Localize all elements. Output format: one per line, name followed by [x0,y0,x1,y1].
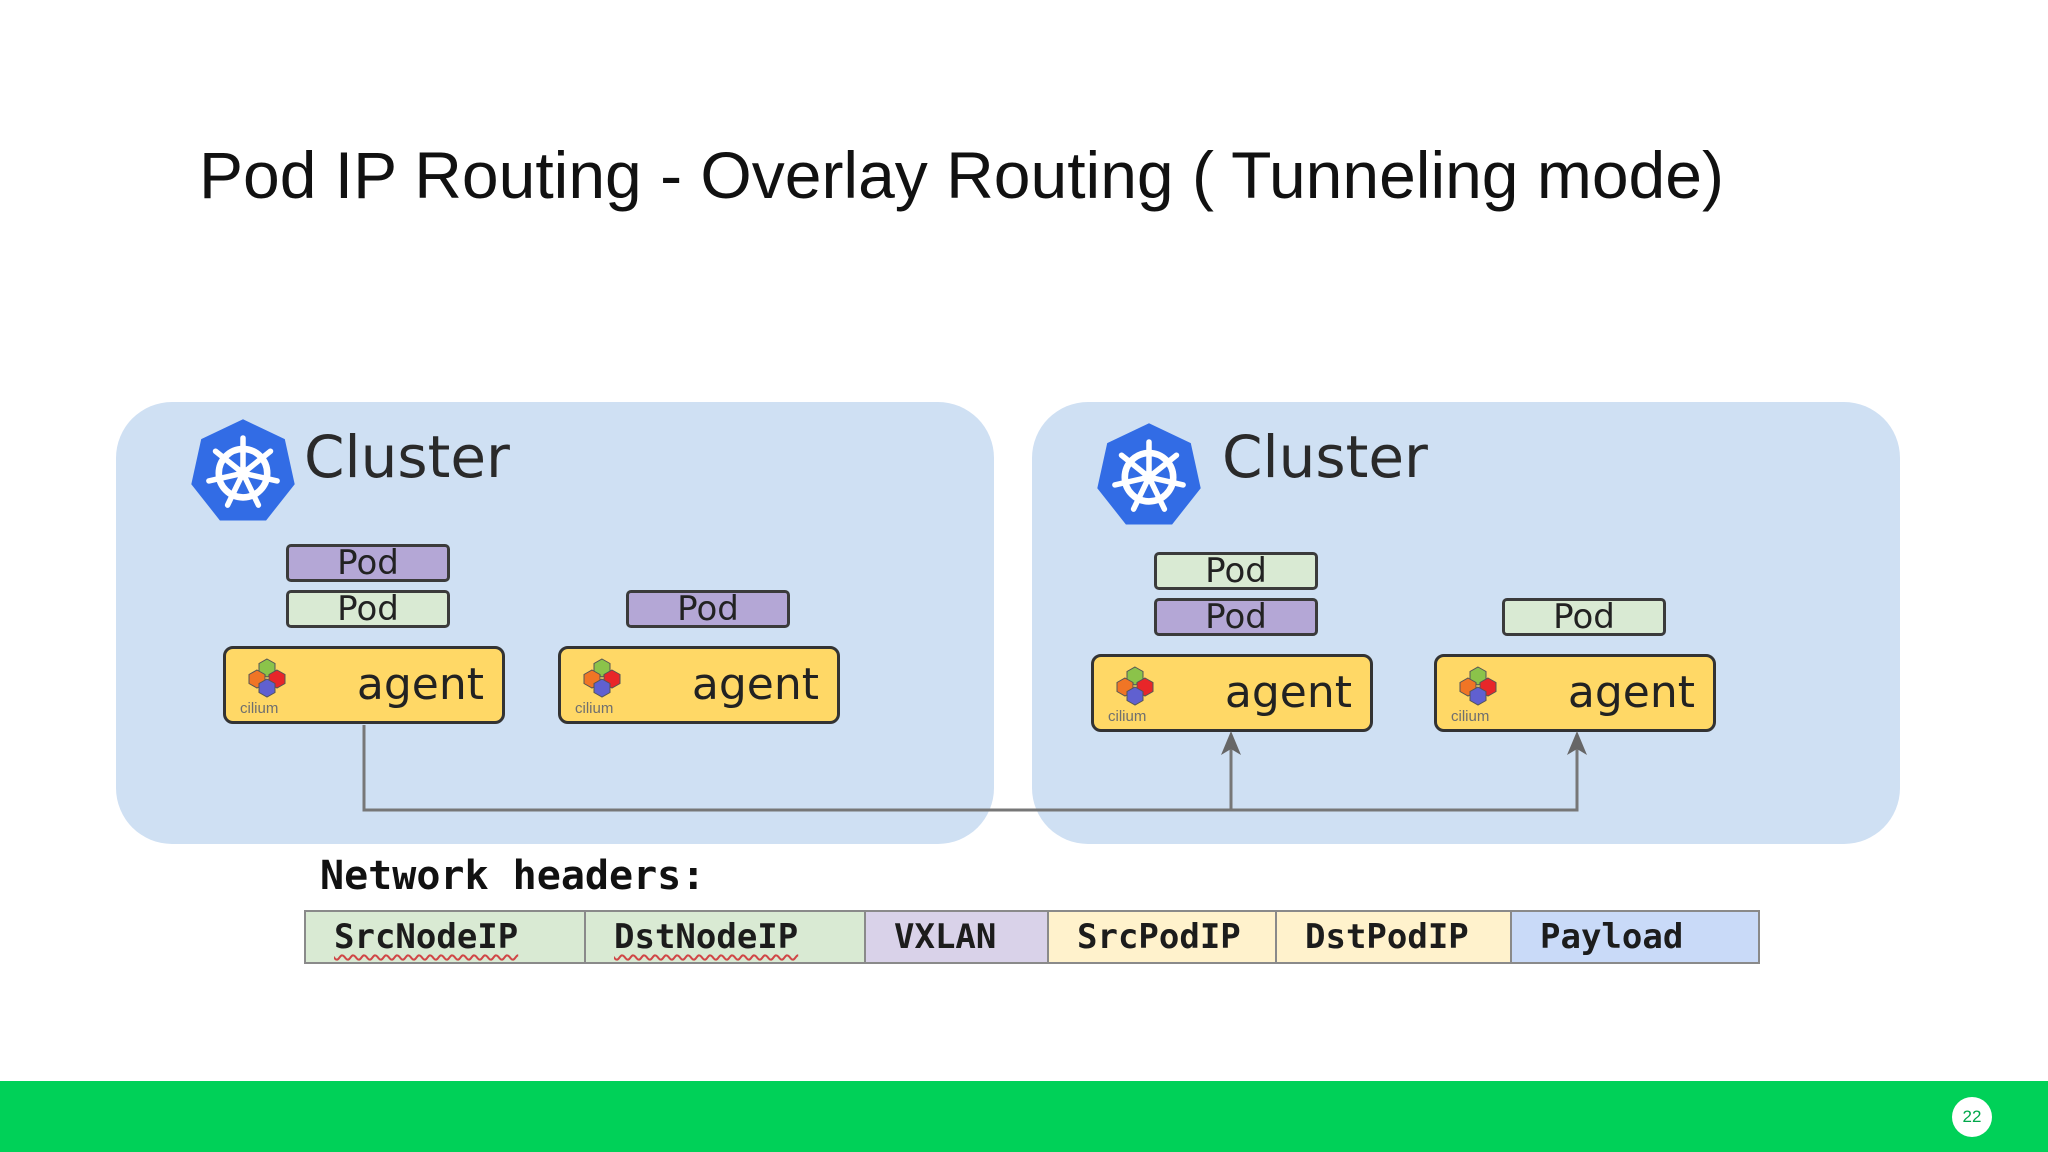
header-field-src-pod-ip: SrcPodIP [1049,912,1277,962]
cilium-icon [1116,666,1154,706]
pod: Pod [286,590,450,628]
header-field-payload: Payload [1512,912,1758,962]
cilium-agent: cilium agent [558,646,840,724]
cilium-agent: cilium agent [223,646,505,724]
agent-label: agent [691,659,819,710]
header-field-src-node-ip: SrcNodeIP [306,912,586,962]
network-headers-label: Network headers: [320,853,706,899]
cilium-label: cilium [1451,708,1490,725]
pod: Pod [1154,598,1318,636]
network-header-row: SrcNodeIP DstNodeIP VXLAN SrcPodIP DstPo… [304,910,1760,964]
header-field-dst-pod-ip: DstPodIP [1277,912,1512,962]
agent-label: agent [356,659,484,710]
pod: Pod [1154,552,1318,590]
footer-bar [0,1081,2048,1152]
tunnel-route-path [362,725,1579,812]
cluster-right: Cluster Pod Pod cilium agent Pod cilium … [1032,402,1900,844]
page-number: 22 [1952,1097,1992,1137]
cilium-agent: cilium agent [1434,654,1716,732]
header-field-vxlan: VXLAN [866,912,1049,962]
pod: Pod [626,590,790,628]
cilium-agent: cilium agent [1091,654,1373,732]
header-field-dst-node-ip: DstNodeIP [586,912,866,962]
cluster-title: Cluster [304,423,510,491]
kubernetes-icon [1097,423,1201,525]
cilium-label: cilium [240,700,279,717]
kubernetes-icon [191,419,295,521]
cilium-icon [1459,666,1497,706]
arrow-up-icon [1221,731,1241,755]
arrow-up-icon [1567,731,1587,755]
agent-label: agent [1224,667,1352,718]
cilium-icon [248,658,286,698]
cilium-label: cilium [575,700,614,717]
slide-title: Pod IP Routing - Overlay Routing ( Tunne… [199,138,1724,212]
cilium-icon [583,658,621,698]
agent-label: agent [1567,667,1695,718]
pod: Pod [1502,598,1666,636]
cluster-title: Cluster [1222,423,1428,491]
cilium-label: cilium [1108,708,1147,725]
pod: Pod [286,544,450,582]
cluster-left: Cluster Pod Pod cilium agent Pod cilium … [116,402,994,844]
